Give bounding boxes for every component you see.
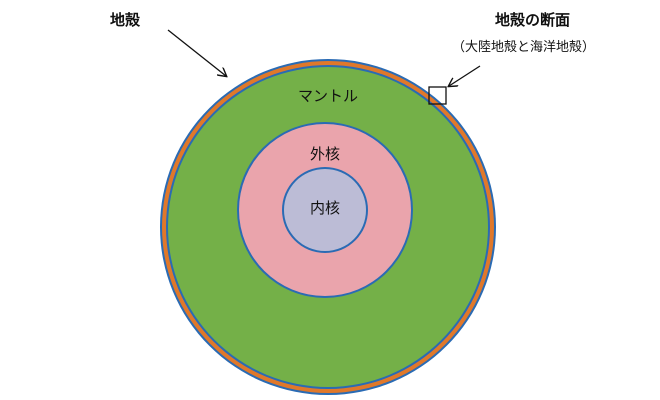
crust-section-label: 地殻の断面 (495, 11, 570, 29)
crust-section-box (428, 86, 447, 105)
inner-core-layer (284, 169, 366, 251)
outer-core-label: 外核 (310, 145, 340, 163)
mantle-label: マントル (298, 87, 358, 105)
crust-label: 地殻 (110, 11, 141, 29)
crust-section-arrow (449, 65, 481, 86)
crust-arrow (167, 29, 226, 76)
crust-section-sublabel: （大陸地殻と海洋地殻） (452, 39, 595, 55)
inner-core-label: 内核 (310, 199, 340, 217)
